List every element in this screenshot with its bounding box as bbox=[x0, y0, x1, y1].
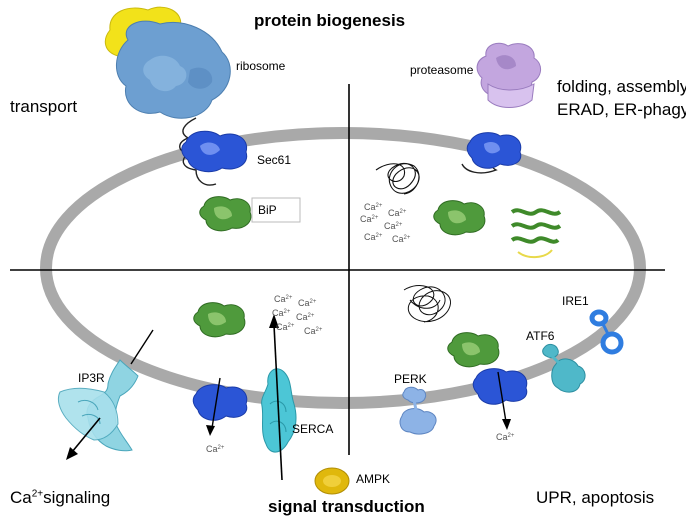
unfolded-protein-tangle bbox=[375, 162, 420, 195]
label-serca: SERCA bbox=[292, 422, 334, 436]
bip-folding bbox=[433, 200, 486, 236]
label-ampk: AMPK bbox=[356, 472, 391, 486]
proteasome-structure bbox=[476, 42, 541, 108]
er-membrane bbox=[40, 127, 646, 409]
title-protein-biogenesis: protein biogenesis bbox=[254, 11, 406, 30]
upr-arrowhead bbox=[502, 419, 511, 430]
ca-ion-label: Ca2+ bbox=[364, 232, 383, 242]
label-sec61: Sec61 bbox=[257, 153, 292, 167]
ca-ion-label: Ca2+ bbox=[274, 294, 293, 304]
ip3r-structure bbox=[57, 359, 139, 452]
label-proteasome: proteasome bbox=[410, 63, 474, 77]
ca-ion-label: Ca2+ bbox=[206, 444, 225, 454]
ip3r-arrowhead bbox=[66, 447, 78, 460]
upr-arrow bbox=[497, 371, 507, 423]
sec61-arrow bbox=[211, 377, 221, 429]
ca-ion-label: Ca2+ bbox=[360, 214, 379, 224]
ca-ion-layer: Ca2+Ca2+Ca2+Ca2+Ca2+Ca2+Ca2+Ca2+Ca2+Ca2+… bbox=[206, 202, 515, 454]
ire1-structure bbox=[589, 309, 624, 355]
label-ip3r: IP3R bbox=[78, 371, 105, 385]
ca-ion-label: Ca2+ bbox=[272, 308, 291, 318]
ca-ion-label: Ca2+ bbox=[298, 298, 317, 308]
title-signal-transduction: signal transduction bbox=[268, 497, 425, 516]
sec61-bottom bbox=[192, 384, 248, 421]
label-atf6: ATF6 bbox=[526, 329, 555, 343]
folded-helical-protein bbox=[510, 208, 562, 244]
title-ca-sup: 2+ bbox=[31, 488, 44, 500]
ca-ion-label: Ca2+ bbox=[364, 202, 383, 212]
bip-chaperone bbox=[199, 196, 252, 232]
atf6-structure bbox=[542, 343, 586, 393]
ca-ion-label: Ca2+ bbox=[296, 312, 315, 322]
title-folding-line-2: ERAD, ER-phagy bbox=[557, 100, 686, 119]
misfolded-tangle bbox=[403, 285, 451, 323]
ip3r-arrow bbox=[71, 417, 101, 453]
serca-arrow bbox=[273, 324, 283, 481]
title-ca-prefix: Ca bbox=[10, 488, 32, 507]
title-folding-line-1: folding, assembly, bbox=[557, 77, 686, 96]
ca-ion-label: Ca2+ bbox=[304, 326, 323, 336]
title-ca-signaling: Ca2+signaling bbox=[10, 489, 110, 506]
ip3r-arrow-top bbox=[130, 329, 154, 365]
bip-label-box bbox=[251, 197, 301, 223]
ca-ion-label: Ca2+ bbox=[388, 208, 407, 218]
ca-ion-label: Ca2+ bbox=[384, 221, 403, 231]
ca-ion-label: Ca2+ bbox=[392, 234, 411, 244]
ampk-structure bbox=[314, 467, 350, 495]
bip-bound-ire bbox=[447, 332, 500, 368]
title-ca-suffix: signaling bbox=[43, 488, 111, 507]
ca-ion-label: Ca2+ bbox=[496, 432, 515, 442]
perk-structure bbox=[399, 386, 437, 435]
label-perk: PERK bbox=[394, 372, 427, 386]
label-ire1: IRE1 bbox=[562, 294, 589, 308]
title-transport: transport bbox=[10, 97, 78, 116]
ribosome-structure bbox=[104, 6, 231, 119]
ca-ion-label: Ca2+ bbox=[276, 322, 295, 332]
label-ribosome: ribosome bbox=[236, 59, 286, 73]
sec61-arrowhead bbox=[206, 425, 215, 436]
label-bip: BiP bbox=[258, 203, 277, 217]
bip-lumen bbox=[193, 302, 246, 338]
sec61-retrotranslocon bbox=[466, 132, 522, 169]
serca-arrowhead bbox=[269, 314, 279, 328]
sec61-channel bbox=[181, 130, 248, 173]
title-upr-apoptosis: UPR, apoptosis bbox=[536, 488, 655, 507]
